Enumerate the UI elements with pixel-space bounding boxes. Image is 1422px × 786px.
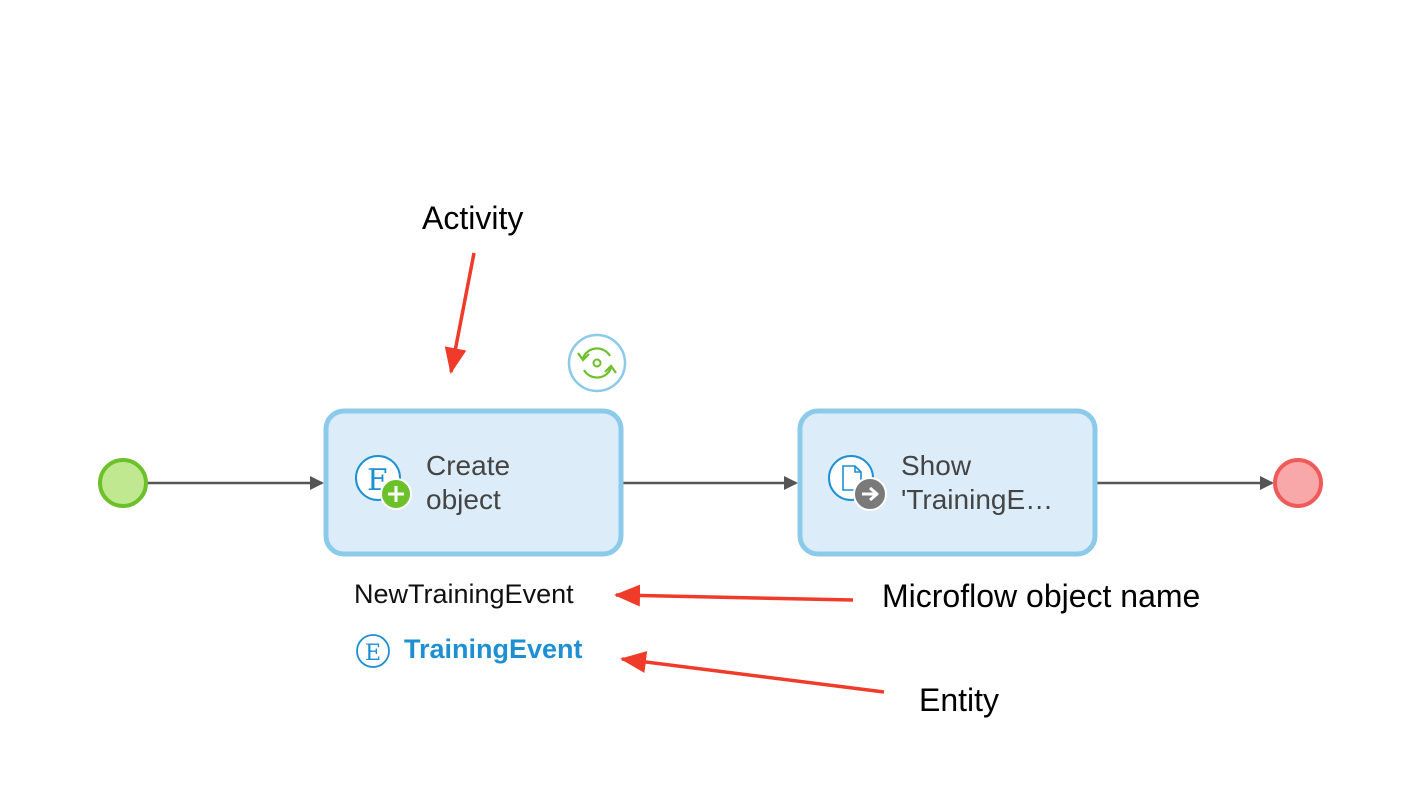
annotation-activity: Activity (422, 200, 524, 236)
activity-show-line1: Show (901, 450, 972, 481)
annotation-arrow-activity (444, 252, 476, 374)
annotation-object-name: Microflow object name (882, 578, 1201, 614)
activity-show-line2: 'TrainingE… (901, 484, 1054, 515)
activity-create-line2: object (426, 484, 501, 515)
activity-create-object[interactable] (323, 408, 624, 557)
output-entity-name[interactable]: TrainingEvent (404, 634, 583, 664)
entity-create-icon: E (355, 455, 412, 510)
activity-show-label: Show 'TrainingE… (901, 449, 1053, 517)
start-event[interactable] (98, 458, 148, 508)
svg-text:E: E (365, 641, 381, 666)
annotation-arrow-entity (620, 651, 885, 694)
annotation-arrow-object-name (614, 584, 854, 607)
activity-create-label: Create object (426, 449, 510, 517)
refresh-icon[interactable] (567, 333, 627, 393)
activity-create-line1: Create (426, 450, 511, 481)
annotation-entity: Entity (919, 682, 1000, 718)
activity-show-page[interactable] (797, 408, 1098, 557)
entity-icon: E (356, 634, 390, 668)
show-page-icon (828, 455, 887, 511)
output-variable-name: NewTrainingEvent (354, 579, 574, 609)
end-event[interactable] (1273, 458, 1323, 508)
